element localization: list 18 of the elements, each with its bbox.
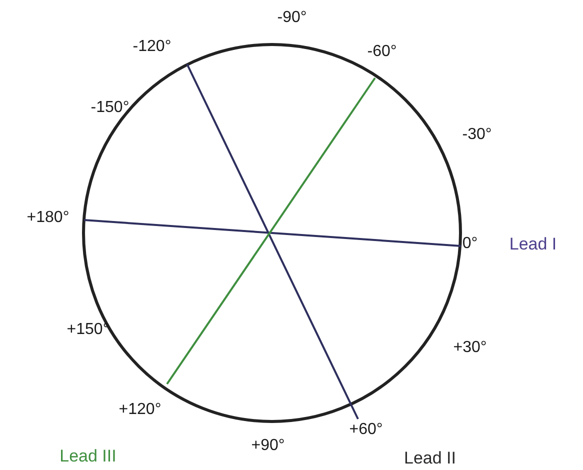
angle-label: -90° xyxy=(277,8,307,28)
angle-label: +60° xyxy=(349,421,383,438)
angle-label: +90° xyxy=(251,436,285,456)
angle-label: -30° xyxy=(462,125,492,145)
lead-label: Lead II xyxy=(404,447,456,470)
angle-label: +120° xyxy=(118,401,162,418)
lead-axis-line xyxy=(166,77,376,385)
angle-label: 0° xyxy=(462,235,478,252)
angle-label: +180° xyxy=(26,209,70,226)
angle-label: -120° xyxy=(132,38,172,55)
angle-label: -60° xyxy=(367,43,397,60)
lead-label: Lead III xyxy=(60,445,116,468)
lead-axis-line xyxy=(84,219,462,247)
angle-label: +30° xyxy=(453,338,487,358)
lead-label: Lead I xyxy=(509,233,557,256)
angle-label: +150° xyxy=(66,320,110,340)
angle-label: -150° xyxy=(90,98,130,118)
lead-axis-line xyxy=(186,64,359,420)
